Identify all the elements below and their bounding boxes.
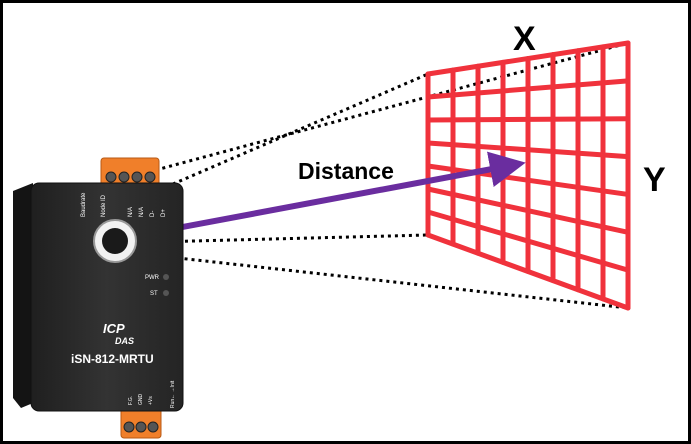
mode-switch-label: Run← →Init [170, 380, 176, 408]
grid-horizontal-line [425, 186, 631, 235]
pwr-led [163, 274, 169, 280]
na-label-1: N/A [128, 207, 134, 217]
gnd-label: GND [138, 394, 144, 406]
na-label-2: N/A [139, 207, 145, 217]
diagram-canvas: X Y Distance Baudrate Node ID N/A N/A [13, 20, 666, 439]
pwr-led-label: PWR [145, 275, 160, 281]
device-body [30, 182, 184, 412]
top-terminal-screws [105, 171, 156, 183]
sensor-device: Baudrate Node ID N/A N/A D- D+ PWR ST IC… [13, 157, 184, 439]
brand-logo-top: ICP [103, 321, 125, 336]
grid-horizontal-line [425, 209, 631, 273]
d-plus-label: D+ [161, 209, 167, 217]
y-axis-label: Y [643, 161, 666, 199]
bottom-terminal-screws [123, 421, 159, 433]
grid-horizontal-line [425, 163, 631, 197]
brand-logo-bottom: DAS [115, 336, 134, 346]
target-grid [425, 40, 631, 311]
st-led-label: ST [150, 291, 158, 297]
d-minus-label: D- [150, 211, 156, 217]
model-name: iSN-812-MRTU [71, 352, 154, 366]
baudrate-label: Baudrate [81, 192, 87, 217]
distance-label: Distance [298, 158, 394, 184]
grid-horizontal-line [425, 78, 631, 100]
lens [102, 228, 128, 254]
grid-horizontal-line [425, 232, 631, 311]
grid-horizontal-line [425, 140, 631, 160]
grid-horizontal-line [425, 40, 631, 77]
node-id-label: Node ID [101, 194, 107, 217]
st-led [163, 290, 169, 296]
diagram-frame: X Y Distance Baudrate Node ID N/A N/A [3, 3, 688, 441]
vs-label: +Vs [148, 396, 154, 405]
fg-label: F.G. [128, 396, 134, 405]
device-side [13, 183, 33, 408]
grid-horizontal-line [425, 116, 631, 123]
x-axis-label: X [513, 20, 536, 58]
